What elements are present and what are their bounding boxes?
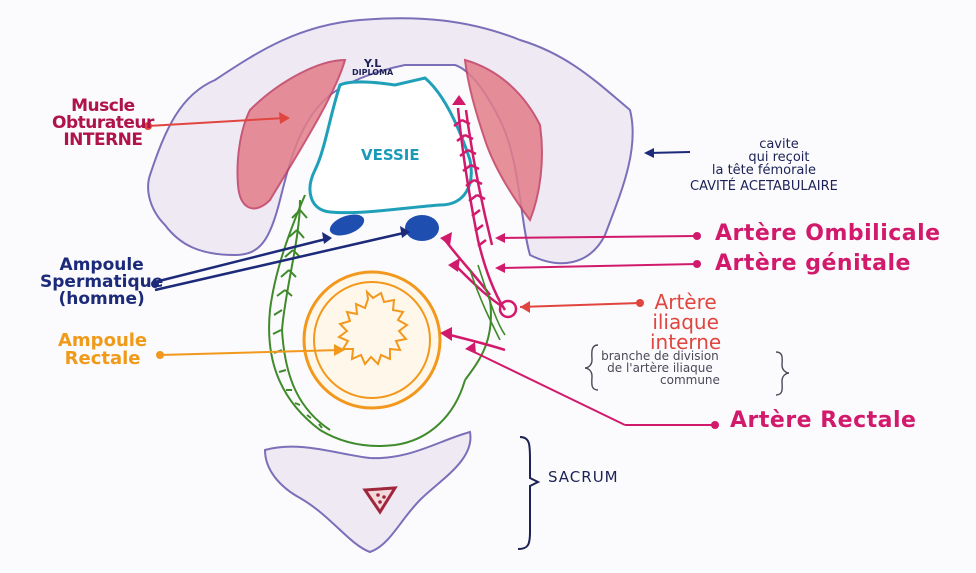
- label-artere-ombilicale: Artère Ombilicale: [715, 221, 941, 246]
- rectal-mucosa: [337, 289, 409, 366]
- label-muscle-obturateur: Muscle Obturateur INTERNE: [52, 96, 154, 150]
- sacral-canal: [362, 486, 398, 515]
- bladder: [308, 76, 473, 215]
- label-yl: Y.L DIPLOMA: [352, 57, 394, 77]
- label-ampoule-rectale: Ampoule Rectale: [58, 330, 148, 369]
- arteries: [444, 107, 507, 352]
- artere-iliaque-interne-origin: [498, 299, 518, 319]
- ampoule-rectale: [302, 270, 442, 410]
- label-artere-iliaque-interne: Artère iliaque interne: [650, 290, 722, 354]
- label-ampoule-spermatique: Ampoule Spermatique (homme): [40, 255, 164, 309]
- label-cavite: cavite qui reçoit la tête fémorale CAVIT…: [690, 137, 838, 194]
- leader-lines: [147, 117, 715, 426]
- label-vessie: VESSIE: [361, 146, 420, 164]
- muscle-obturateur-right: [463, 58, 543, 223]
- ampoule-spermatique-2: [405, 215, 439, 241]
- artery-arrowheads: [440, 95, 466, 341]
- label-artere-rectale: Artère Rectale: [730, 408, 917, 433]
- label-sacrum: SACRUM: [548, 468, 619, 486]
- ampoule-spermatique-1: [329, 214, 365, 236]
- muscle-obturateur-left: [236, 58, 347, 210]
- note-branche-division: branche de division de l'artère iliaque …: [601, 349, 720, 387]
- label-artere-genitale: Artère génitale: [715, 251, 911, 276]
- sacrum-bracket: [517, 436, 541, 550]
